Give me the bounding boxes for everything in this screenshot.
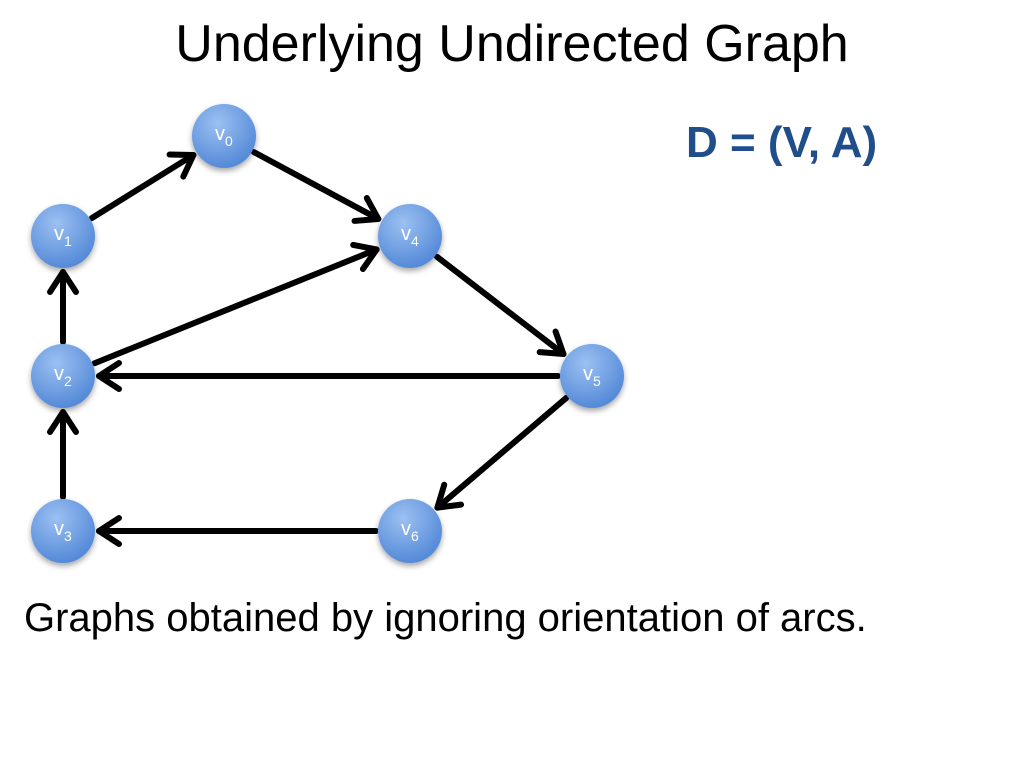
node-label: v6 [401, 518, 419, 544]
node-circle [31, 204, 95, 268]
node-label: v4 [401, 223, 419, 249]
arrowhead-icon [166, 151, 197, 180]
arc-v1-to-v0 [88, 151, 197, 222]
arrowhead-icon [434, 481, 465, 511]
arrowhead-icon [350, 241, 380, 273]
node-label: v3 [54, 518, 72, 544]
nodes-layer: v0 v1 v2 v3 v4 v5 v6 [31, 104, 624, 563]
arc-v4-to-v5 [433, 253, 567, 358]
arc-line [250, 149, 382, 222]
arrowhead-icon [351, 195, 382, 224]
node-v2: v2 [31, 344, 95, 408]
node-circle [192, 104, 256, 168]
arc-v5-to-v6 [434, 395, 570, 511]
arc-line [91, 246, 380, 367]
node-v0: v0 [192, 104, 256, 168]
slide-title: Underlying Undirected Graph [175, 15, 849, 73]
arcs-layer [47, 149, 570, 547]
node-v3: v3 [31, 499, 95, 563]
arrowhead-icon [536, 328, 567, 358]
arc-v0-to-v4 [250, 149, 382, 224]
node-circle [560, 344, 624, 408]
node-v4: v4 [378, 204, 442, 268]
arc-v2-to-v4 [91, 241, 380, 367]
arrowhead-icon [96, 515, 122, 547]
node-circle [31, 499, 95, 563]
arc-v6-to-v3 [96, 515, 379, 547]
caption: Graphs obtained by ignoring orientation … [24, 596, 867, 640]
node-v6: v6 [378, 499, 442, 563]
digraph-formula: D = (V, A) [686, 118, 878, 167]
arc-v3-to-v2 [47, 409, 79, 500]
node-v5: v5 [560, 344, 624, 408]
node-label: v5 [583, 363, 601, 389]
node-v1: v1 [31, 204, 95, 268]
node-label: v2 [54, 363, 72, 389]
arrowhead-icon [47, 269, 79, 295]
node-circle [31, 344, 95, 408]
node-circle [378, 204, 442, 268]
arc-v2-to-v1 [47, 269, 79, 345]
arrowhead-icon [47, 409, 79, 435]
arc-line [88, 151, 197, 222]
node-label: v0 [215, 123, 233, 149]
node-label: v1 [54, 223, 72, 249]
node-circle [378, 499, 442, 563]
arc-line [434, 395, 570, 511]
arc-line [433, 253, 567, 358]
arc-v5-to-v2 [96, 360, 561, 392]
arrowhead-icon [96, 360, 122, 392]
